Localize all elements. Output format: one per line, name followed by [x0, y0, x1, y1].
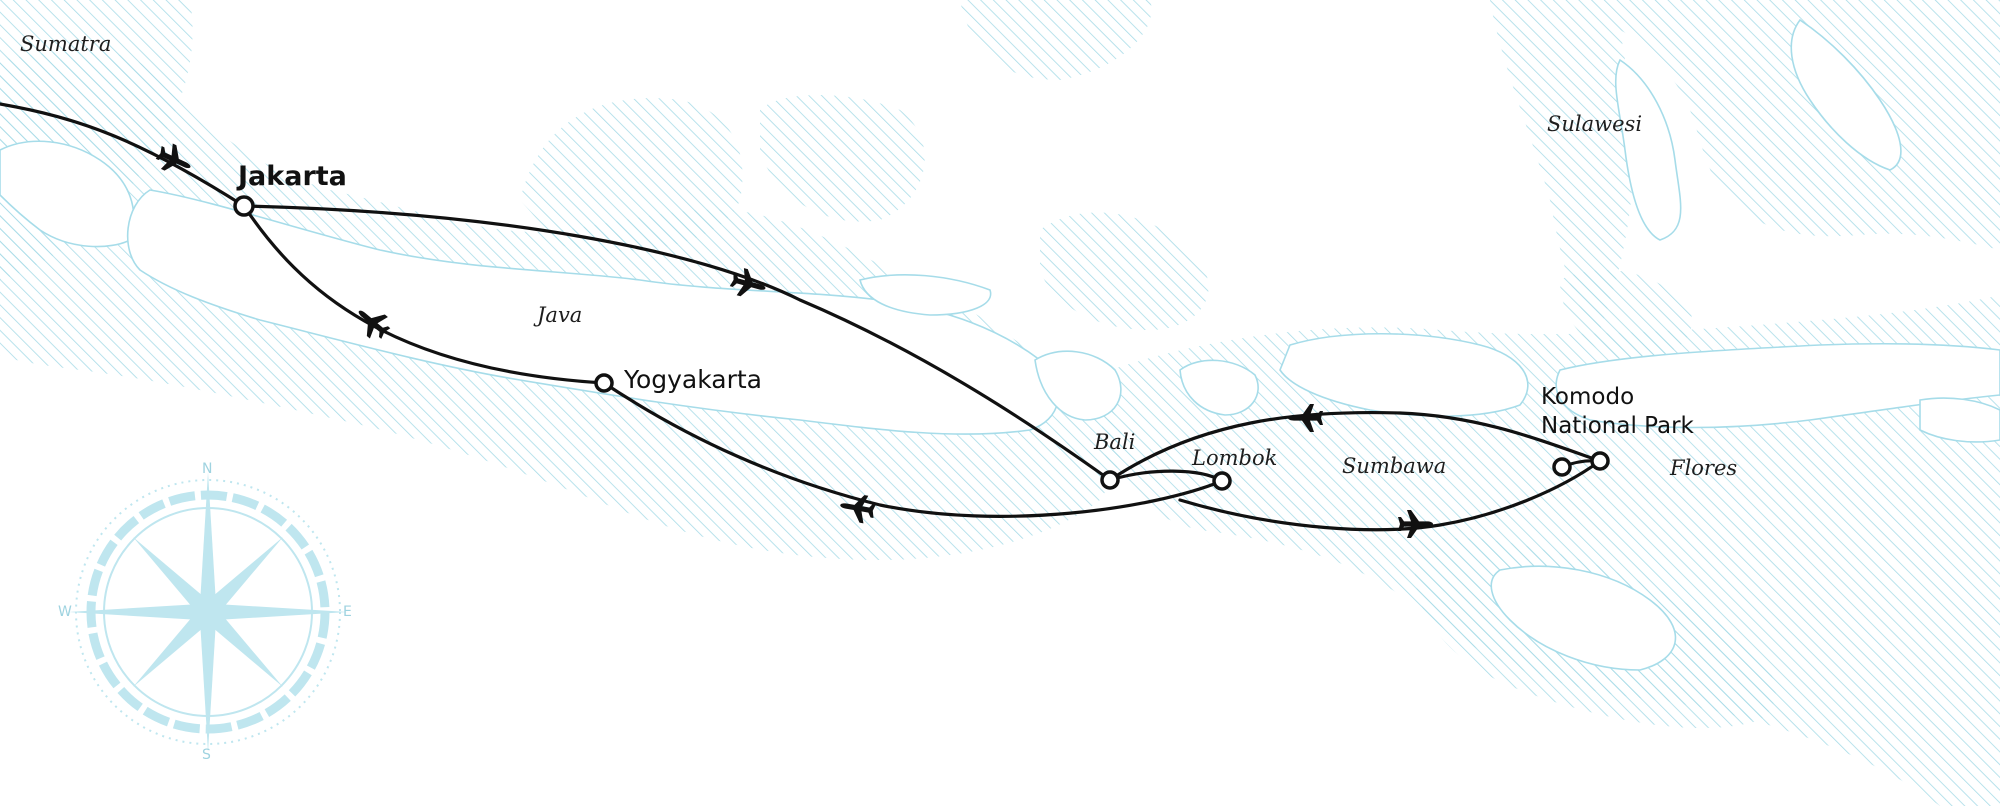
stops [233, 195, 1610, 491]
label-sulawesi: Sulawesi [1547, 112, 1643, 136]
compass-west-label: W [58, 604, 72, 620]
stop-komodo-east [1590, 451, 1610, 471]
stop-jakarta [233, 195, 255, 217]
compass-north-label: N [202, 461, 213, 477]
route-yogyakarta-lombok [602, 381, 1224, 518]
route-incoming-jakarta [0, 102, 246, 208]
label-bali: Bali [1094, 430, 1136, 454]
route-bali-komodo-south [1178, 459, 1602, 532]
compass-east-label: E [343, 604, 352, 620]
label-jakarta: Jakarta [238, 161, 347, 192]
route-bali-komodo-north [1108, 410, 1602, 482]
stop-lombok [1212, 471, 1232, 491]
stop-komodo-west [1552, 457, 1572, 477]
label-komodo-line2: National Park [1541, 413, 1694, 439]
stop-yogyakarta [594, 373, 614, 393]
label-sumatra: Sumatra [20, 32, 112, 56]
route-jakarta-bali [242, 204, 1112, 482]
label-lombok: Lombok [1192, 446, 1278, 470]
label-flores: Flores [1670, 456, 1738, 480]
land-masses [0, 18, 2000, 671]
label-sumbawa: Sumbawa [1342, 454, 1447, 478]
compass-south-label: S [202, 747, 211, 763]
route-jakarta-yogyakarta [242, 204, 606, 385]
label-komodo-line1: Komodo [1541, 384, 1635, 410]
label-yogyakarta: Yogyakarta [624, 365, 762, 394]
label-java: Java [537, 303, 583, 327]
routes [0, 102, 1602, 532]
compass-rose [68, 472, 348, 752]
stop-bali [1100, 470, 1120, 490]
